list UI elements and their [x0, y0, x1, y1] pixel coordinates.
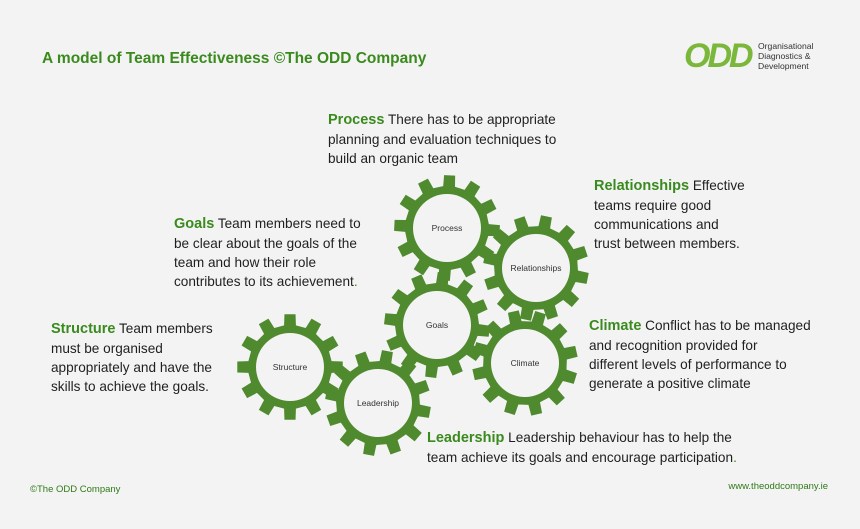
process-text: There has to be appropriate — [387, 112, 556, 127]
gear-leadership-hole — [344, 369, 412, 437]
structure-text: skills to achieve the goals. — [51, 379, 209, 394]
gear-goals: Goals — [384, 272, 490, 378]
leadership-dot: . — [733, 450, 737, 465]
goals-text: be clear about the goals of the — [174, 236, 357, 251]
gear-structure: Structure — [237, 314, 343, 420]
process-description: Process There has to be appropriate plan… — [328, 110, 556, 168]
structure-heading: Structure — [51, 321, 116, 337]
process-text: planning and evaluation techniques to — [328, 132, 557, 147]
structure-description: Structure Team members must be organised… — [51, 319, 213, 396]
gear-process: Process — [394, 175, 500, 281]
relationships-description: Relationships Effective teams require go… — [594, 176, 745, 253]
climate-text: and recognition provided for — [589, 338, 758, 353]
footer-copyright: ©The ODD Company — [30, 484, 121, 495]
leadership-heading: Leadership — [427, 430, 505, 446]
structure-text: appropriately and have the — [51, 360, 212, 375]
gear-relationships-label: Relationships — [510, 263, 561, 273]
process-text: build an organic team — [328, 151, 458, 166]
climate-heading: Climate — [589, 318, 642, 334]
gear-climate: Climate — [472, 310, 578, 416]
structure-text: Team members — [119, 321, 213, 336]
gear-process-label: Process — [432, 223, 463, 233]
goals-heading: Goals — [174, 216, 215, 232]
relationships-text: Effective — [692, 178, 745, 193]
structure-text: must be organised — [51, 341, 163, 356]
footer-website-link[interactable]: www.theoddcompany.ie — [728, 481, 828, 492]
gear-structure-label: Structure — [273, 362, 308, 372]
logo-text: Organisational Diagnostics & Development — [758, 41, 813, 71]
logo-line: Development — [758, 61, 809, 71]
odd-logo: ODD Organisational Diagnostics & Develop… — [684, 37, 834, 76]
climate-text: Conflict has to be managed — [645, 318, 811, 333]
climate-text: different levels of performance to — [589, 357, 787, 372]
climate-text: generate a positive climate — [589, 376, 751, 391]
process-heading: Process — [328, 112, 385, 128]
gear-goals-label: Goals — [426, 320, 448, 330]
gear-relationships-hole — [502, 234, 570, 302]
logo-line: Diagnostics & — [758, 51, 811, 61]
goals-text: contributes to its achievement — [174, 274, 354, 289]
logo-line: Organisational — [758, 41, 814, 51]
gear-relationships: Relationships — [483, 215, 589, 321]
gear-climate-hole — [491, 329, 559, 397]
gear-goals-hole — [403, 291, 471, 359]
leadership-description: Leadership Leadership behaviour has to h… — [427, 428, 737, 467]
logo-mark: ODD — [684, 37, 754, 75]
goals-text: Team members need to — [217, 216, 361, 231]
climate-description: Climate Conflict has to be managed and r… — [589, 316, 811, 393]
relationships-text: trust between members. — [594, 236, 740, 251]
gear-leadership: Leadership — [325, 350, 431, 456]
goals-text: team and how their role — [174, 255, 317, 270]
relationships-text: teams require good — [594, 198, 712, 213]
leadership-text: Leadership behaviour has to help the — [508, 430, 732, 445]
gear-climate-label: Climate — [511, 358, 540, 368]
page-title: A model of Team Effectiveness ©The ODD C… — [42, 50, 427, 67]
relationships-text: communications and — [594, 217, 719, 232]
relationships-heading: Relationships — [594, 178, 690, 194]
leadership-text: team achieve its goals and encourage par… — [427, 450, 734, 465]
goals-dot: . — [353, 274, 358, 289]
gear-process-hole — [413, 194, 481, 262]
gear-leadership-label: Leadership — [357, 398, 399, 408]
gear-structure-hole — [256, 333, 324, 401]
goals-description: Goals Team members need to be clear abou… — [174, 214, 361, 291]
